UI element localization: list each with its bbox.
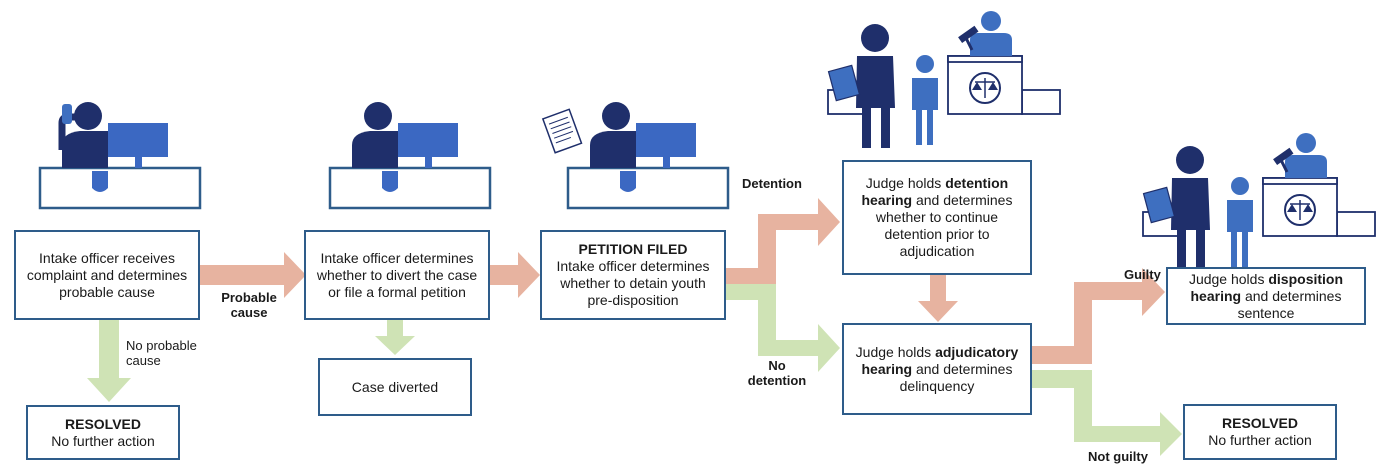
label-detention: Detention [742,176,802,191]
arrow-no-detention [726,284,840,372]
adjudicatory-hearing-box: Judge holds adjudicatory hearing and det… [842,323,1032,415]
detention-hearing-text: Judge holds detention hearing and determ… [861,175,1013,259]
petition-title: PETITION FILED [578,241,688,257]
intake-text: Intake officer receives complaint and de… [26,249,188,300]
disposition-hearing-text: Judge holds disposition hearing and dete… [1188,270,1344,321]
label-no-probable-cause: No probable cause [126,338,197,368]
resolved-box-1: RESOLVED No further action [26,405,180,460]
arrow-not-guilty [1032,370,1182,456]
arrow-guilty [1032,268,1165,364]
label-no-detention: No detention [747,358,807,388]
resolved-text-1: No further action [51,432,155,449]
intake-box: Intake officer receives complaint and de… [14,230,200,320]
detention-hearing-box: Judge holds detention hearing and determ… [842,160,1032,275]
petition-box: PETITION FILED Intake officer determines… [540,230,726,320]
arrow-no-probable-cause [87,320,131,402]
arrows [87,198,1182,456]
resolved-title-2: RESOLVED [1222,415,1298,431]
officer-on-phone-icon [38,102,202,210]
arrow-divert-to-petition [490,252,540,298]
label-guilty: Guilty [1124,267,1161,282]
divert-text: Intake officer determines whether to div… [316,249,478,300]
disposition-hearing-box: Judge holds disposition hearing and dete… [1166,267,1366,325]
arrow-detention-to-adjudicatory [918,275,958,322]
arrow-detention [726,198,840,284]
resolved-title-1: RESOLVED [65,415,141,432]
adjudicatory-hearing-text: Judge holds adjudicatory hearing and det… [855,343,1019,394]
resolved-box-2: RESOLVED No further action [1183,404,1337,460]
officer-with-documents-icon [541,102,730,210]
label-not-guilty: Not guilty [1088,449,1148,464]
petition-text: Intake officer determines whether to det… [556,258,710,308]
label-probable-cause: Probable cause [221,290,277,320]
officer-at-desk-icon [328,102,492,210]
case-diverted-text: Case diverted [351,378,439,395]
arrow-case-diverted [375,320,415,355]
courtroom-icon-2 [1142,133,1376,270]
case-diverted-box: Case diverted [318,358,472,416]
resolved-text-2: No further action [1208,432,1312,448]
divert-box: Intake officer determines whether to div… [304,230,490,320]
courtroom-icon-1 [827,11,1061,148]
arrow-intake-to-divert [200,252,306,298]
